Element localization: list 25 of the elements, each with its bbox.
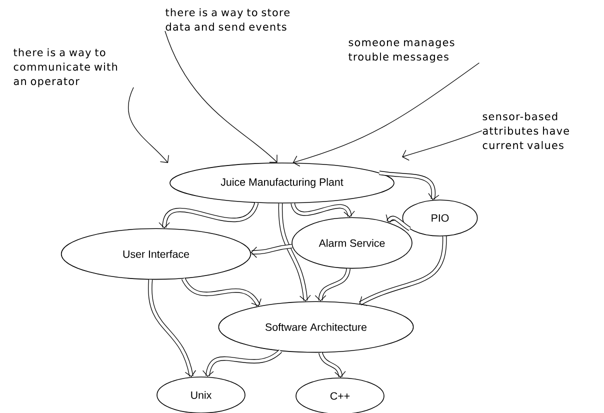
callout-arrow bbox=[402, 130, 482, 161]
double-arrow bbox=[290, 202, 355, 218]
double-arrow bbox=[314, 268, 350, 302]
annotation-text: someone manages trouble messages bbox=[348, 40, 454, 63]
ellipse-node: Software Architecture bbox=[218, 301, 414, 353]
callout-arrow bbox=[128, 87, 169, 163]
double-arrow bbox=[250, 244, 292, 258]
ellipse-node: User Interface bbox=[60, 228, 252, 280]
annotation-text: sensor-based attributes have current values bbox=[482, 112, 569, 150]
double-arrow bbox=[148, 280, 196, 378]
callout-arrow bbox=[292, 62, 480, 166]
annotation-text: there is a way to communicate with an operator bbox=[14, 48, 118, 88]
annotation-text: there is a way to store data and send events bbox=[166, 8, 290, 31]
ellipse-node: PIO bbox=[402, 200, 478, 236]
double-arrow bbox=[278, 203, 311, 302]
double-arrow bbox=[158, 202, 258, 228]
callout-arrow bbox=[164, 30, 278, 163]
ellipse-node: Juice Manufacturing Plant bbox=[170, 162, 394, 204]
double-arrow bbox=[202, 349, 282, 377]
double-arrow bbox=[386, 214, 411, 231]
ellipse-node: Alarm Service bbox=[292, 217, 412, 269]
double-arrow bbox=[359, 236, 447, 306]
double-arrow bbox=[318, 352, 346, 378]
double-arrow bbox=[378, 170, 440, 200]
double-arrow bbox=[182, 278, 262, 307]
